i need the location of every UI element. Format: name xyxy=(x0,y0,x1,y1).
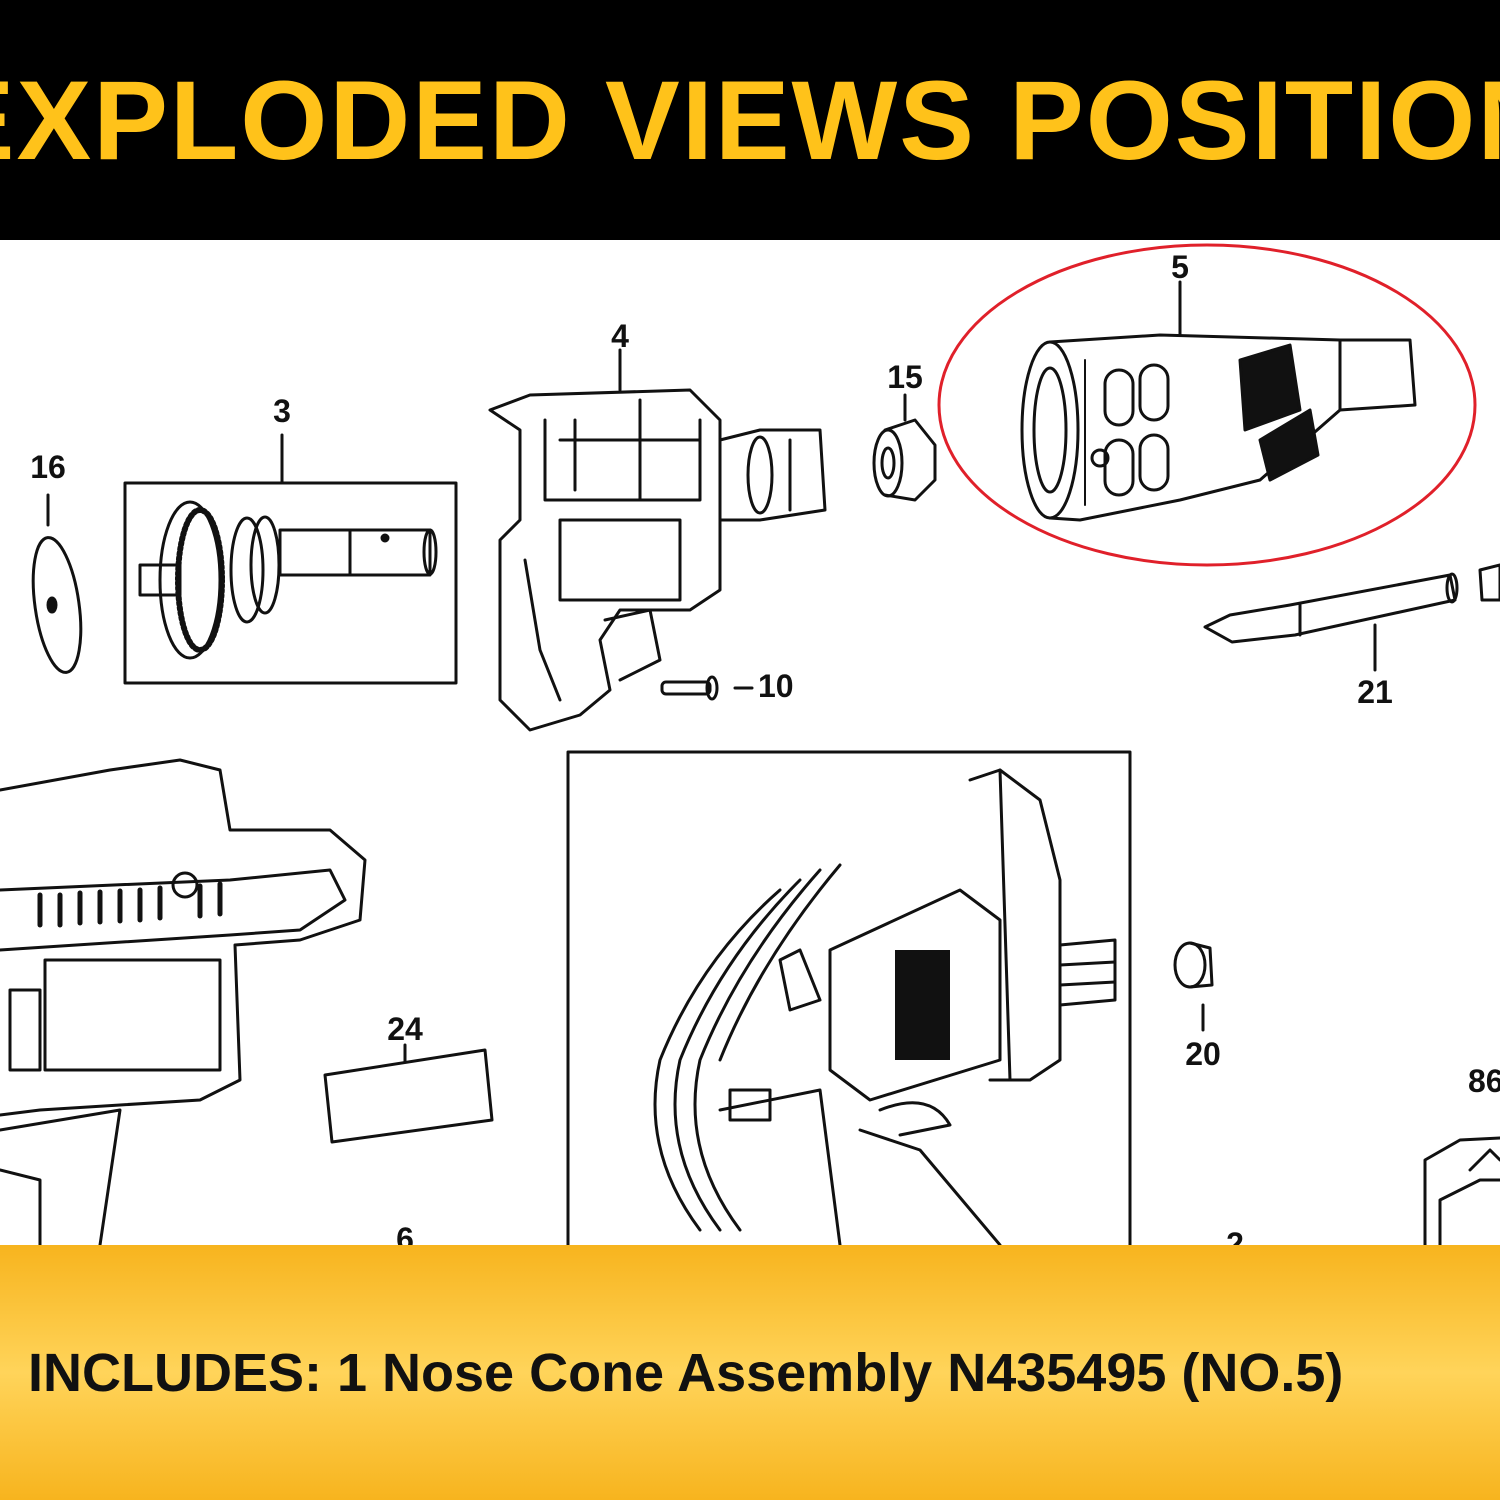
label-5: 5 xyxy=(1171,249,1189,285)
diagram-svg: 16 3 4 15 5 10 21 24 20 86 6 2 xyxy=(0,243,1500,1245)
part-6-handle-housing xyxy=(0,758,367,1245)
label-15: 15 xyxy=(887,359,923,395)
part-21-bit-holder xyxy=(1203,563,1500,672)
label-6: 6 xyxy=(396,1221,414,1245)
part-3-gear-shaft xyxy=(123,433,458,685)
part-4-housing xyxy=(488,348,827,732)
label-24: 24 xyxy=(387,1011,423,1047)
part-15-bushing xyxy=(872,393,937,502)
label-86: 86 xyxy=(1468,1063,1500,1099)
part-86-fragment xyxy=(1423,1136,1500,1245)
part-5-nose-cone xyxy=(1020,280,1417,522)
label-2: 2 xyxy=(1226,1226,1244,1245)
part-16-washer xyxy=(31,493,83,674)
label-21: 21 xyxy=(1357,674,1393,710)
page-title: EXPLODED VIEWS POSITION xyxy=(0,57,1500,183)
highlight-ring xyxy=(937,243,1477,567)
part-10-pin xyxy=(660,675,754,701)
footer-banner: INCLUDES: 1 Nose Cone Assembly N435495 (… xyxy=(0,1245,1500,1500)
part-labels: 16 3 4 15 5 10 21 24 20 86 6 2 xyxy=(30,249,1500,1245)
label-16: 16 xyxy=(30,449,66,485)
exploded-diagram: 16 3 4 15 5 10 21 24 20 86 6 2 xyxy=(0,240,1500,1245)
label-4: 4 xyxy=(611,318,629,354)
motor-assembly xyxy=(566,750,1132,1245)
includes-text: INCLUDES: 1 Nose Cone Assembly N435495 (… xyxy=(28,1342,1344,1403)
part-20-bushing xyxy=(1173,941,1214,1032)
label-20: 20 xyxy=(1185,1036,1221,1072)
label-10: 10 xyxy=(758,668,794,704)
header-banner: EXPLODED VIEWS POSITION xyxy=(0,0,1500,240)
part-24-label xyxy=(323,1043,494,1144)
label-3: 3 xyxy=(273,393,291,429)
